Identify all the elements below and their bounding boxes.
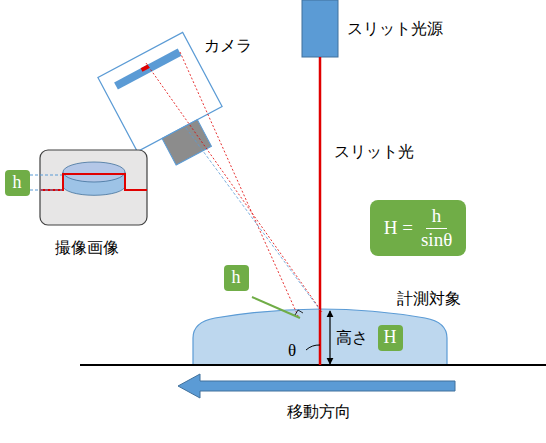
beam-label: スリット光: [334, 142, 414, 161]
direction-label: 移動方向: [287, 402, 351, 421]
profile-line: [40, 174, 147, 190]
formula-lhs: H =: [384, 218, 413, 239]
callout-letter: h: [13, 173, 22, 193]
ground-line: [80, 364, 546, 366]
slit-beam: [319, 57, 322, 365]
height-callout: h: [224, 265, 249, 291]
leader-line: [30, 190, 62, 191]
light-source: [302, 0, 338, 57]
height-arrow: [329, 311, 330, 364]
angle-label: θ: [288, 341, 296, 361]
object-label: 計測対象: [397, 289, 461, 308]
image-frame: [40, 150, 147, 225]
angle-arc: [306, 345, 320, 350]
numerator: h: [426, 206, 448, 229]
formula-box: H = hsinθ: [370, 200, 466, 257]
height-label: 高さ: [336, 328, 368, 347]
movement-arrow: [178, 374, 455, 398]
view-ray: [180, 52, 298, 316]
h-line: [252, 297, 300, 318]
leader-line: [30, 175, 62, 176]
right-angle: [295, 310, 303, 315]
view-ray: [186, 128, 320, 310]
denominator: sinθ: [421, 229, 452, 251]
light-source-label: スリット光源: [347, 19, 443, 38]
height-callout: H: [378, 325, 403, 351]
height-callout: h: [5, 170, 30, 196]
fraction: hsinθ: [421, 206, 452, 251]
camera-label: カメラ: [204, 36, 252, 55]
callout-letter: h: [232, 268, 241, 288]
image-label: 撮像画像: [55, 238, 119, 257]
cylinder-top: [63, 162, 125, 182]
callout-letter: H: [384, 328, 397, 348]
view-ray: [146, 63, 322, 312]
